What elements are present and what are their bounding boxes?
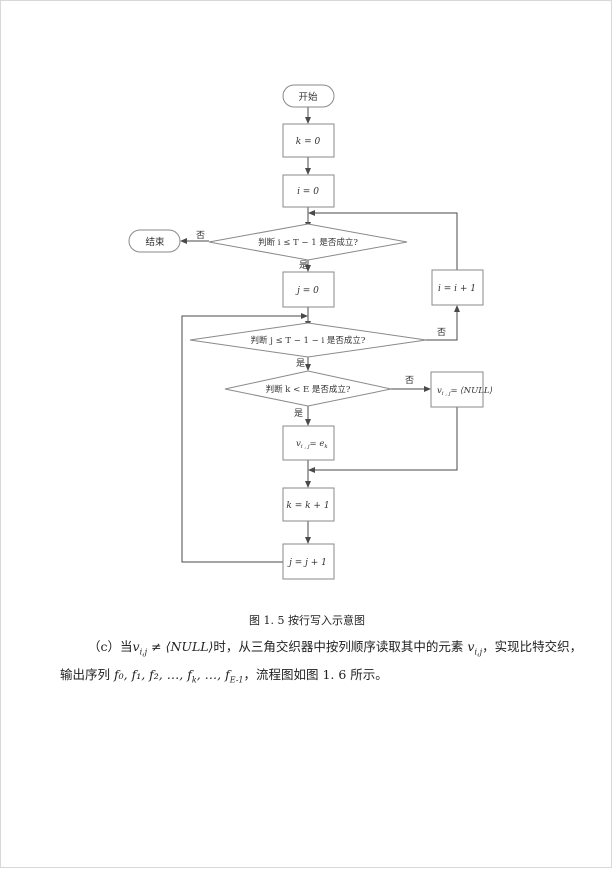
flowchart: 开始 结束 k = 0 i = 0 判断 i ≤ T − 1 是否成立? j =… (128, 84, 493, 580)
line1-text: 时，从三角交织器中按列顺序读取其中的元素 (213, 639, 464, 654)
yes-label-k: 是 (294, 408, 303, 419)
line1-math2: vi,j (463, 639, 483, 657)
arrowheads (180, 117, 460, 544)
no-label-j: 否 (437, 327, 446, 338)
k-inc-label: k = k + 1 (286, 501, 329, 511)
process-i-inc: i = i + 1 (431, 269, 484, 306)
decision-i-label: 判断 i ≤ T − 1 是否成立? (258, 237, 358, 248)
line2-math: f₀, f₁, f₂, …, fk, …, fE-1 (110, 667, 244, 685)
line1-suffix: ，实现比特交织， (482, 639, 583, 654)
decision-j-label: 判断 j ≤ T − 1 − i 是否成立? (251, 335, 366, 346)
process-j-init: j = 0 (282, 271, 335, 308)
line2-prefix: 输出序列 (60, 667, 111, 682)
assign-null-label: vi , j= ⟨NULL⟩ (437, 386, 493, 397)
assign-e-rhs: = e (310, 439, 325, 449)
assign-null-rhs: = ⟨NULL⟩ (451, 386, 493, 396)
j-init-label: j = 0 (295, 286, 319, 296)
process-k-init: k = 0 (282, 123, 335, 158)
start-label: 开始 (298, 91, 318, 103)
decision-j: 判断 j ≤ T − 1 − i 是否成立? (189, 322, 427, 358)
process-k-inc: k = k + 1 (282, 487, 335, 522)
yes-label-j: 是 (296, 358, 305, 369)
j-inc-label: j = j + 1 (287, 558, 327, 568)
no-label-i: 否 (196, 230, 205, 241)
assign-null-var: v (437, 386, 442, 396)
process-i-init: i = 0 (282, 174, 335, 208)
assign-null-sub: i , j (442, 391, 451, 397)
process-assign-e: vi , j= ek (282, 425, 335, 461)
paragraph-line-2: 输出序列 f₀, f₁, f₂, …, fk, …, fE-1，流程图如图 1.… (60, 664, 560, 685)
end-terminator: 结束 (128, 229, 181, 253)
i-inc-label: i = i + 1 (438, 284, 476, 294)
line2-suffix: ，流程图如图 1. 6 所示。 (243, 667, 388, 682)
assign-e-var: v (296, 439, 301, 449)
start-terminator: 开始 (282, 84, 335, 108)
assign-e-rhs-sub: k (324, 444, 328, 450)
end-label: 结束 (145, 236, 165, 248)
line1-prefix: （c）当 (88, 639, 133, 654)
process-assign-null: vi , j= ⟨NULL⟩ (430, 371, 493, 408)
decision-k: 判断 k < E 是否成立? (224, 370, 392, 407)
k-init-label: k = 0 (296, 137, 321, 147)
figure-caption: 图 1. 5 按行写入示意图 (249, 614, 365, 627)
decision-k-label: 判断 k < E 是否成立? (266, 384, 351, 395)
line1-math: vi,j ≠ ⟨NULL⟩ (132, 639, 214, 657)
process-j-inc: j = j + 1 (282, 543, 335, 580)
assign-e-sub: i , j (301, 444, 310, 450)
paragraph-line-1: （c）当vi,j ≠ ⟨NULL⟩时，从三角交织器中按列顺序读取其中的元素 vi… (60, 636, 582, 657)
connectors (181, 107, 458, 563)
no-label-k: 否 (405, 375, 414, 386)
assign-e-label: vi , j= ek (296, 439, 328, 450)
i-init-label: i = 0 (297, 187, 319, 197)
decision-i: 判断 i ≤ T − 1 是否成立? (208, 223, 408, 261)
yes-label-i: 是 (299, 260, 308, 271)
